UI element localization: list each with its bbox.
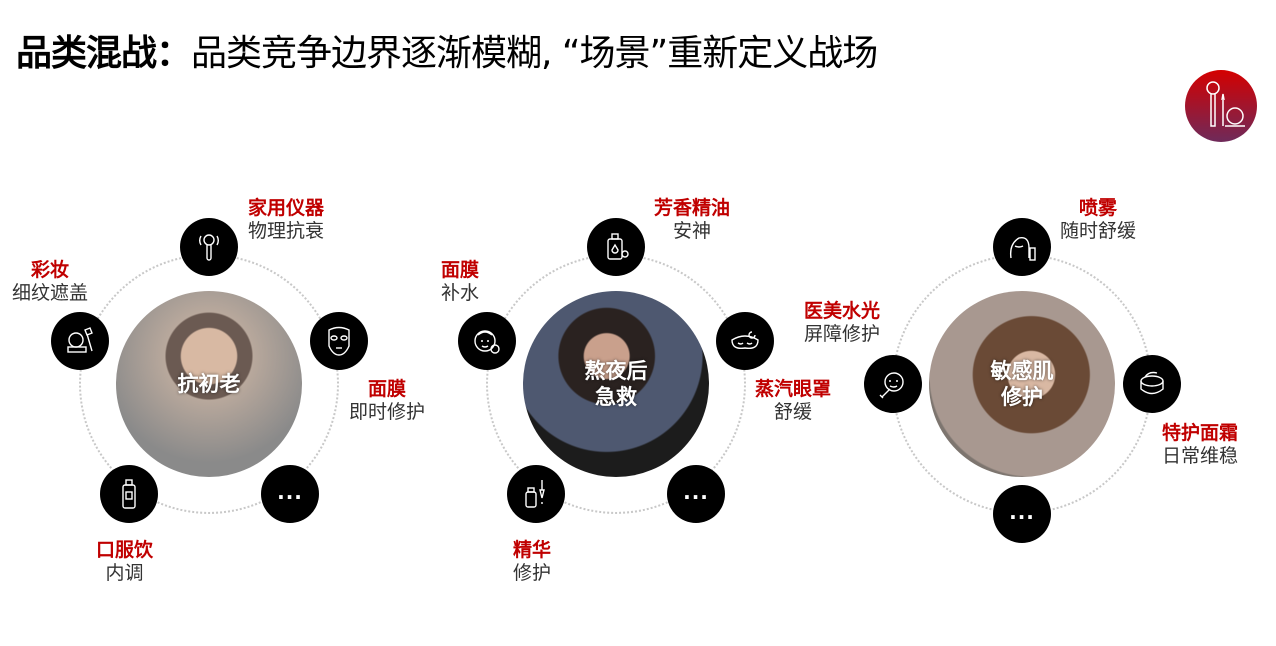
center-photo-anti-aging: 抗初老	[116, 291, 302, 477]
center-line1: 熬夜后	[584, 359, 648, 383]
label-head: 喷雾	[1079, 197, 1118, 219]
serum-dropper-icon	[507, 465, 565, 523]
title-bold: 品类混战：	[16, 33, 192, 74]
cream-jar-icon	[1123, 355, 1181, 413]
beauty-device-icon	[180, 218, 238, 276]
label-essential-oil: 芳香精油安神	[654, 197, 730, 243]
label-head: 医美水光	[804, 300, 881, 322]
label-face-mask: 面膜即时修护	[349, 378, 425, 424]
label-head: 精华	[513, 539, 552, 561]
label-mask: 面膜补水	[441, 259, 479, 305]
label-beauty-device: 家用仪器物理抗衰	[248, 197, 324, 243]
label-sub: 内调	[105, 562, 144, 584]
label-sub: 舒缓	[774, 401, 813, 423]
label-makeup: 彩妆细纹遮盖	[12, 259, 88, 305]
more-dots: ...	[277, 480, 303, 504]
essential-oil-icon	[587, 218, 645, 276]
label-head: 面膜	[441, 259, 480, 281]
center-line2: 修护	[1001, 385, 1043, 409]
label-sub: 物理抗衰	[248, 220, 325, 242]
center-line2: 急救	[595, 385, 637, 409]
label-sub: 补水	[441, 282, 480, 304]
label-serum: 精华修护	[513, 539, 551, 585]
center-photo-sensitive-skin: 敏感肌修护	[929, 291, 1115, 477]
label-head: 彩妆	[31, 259, 70, 281]
label-head: 蒸汽眼罩	[755, 378, 832, 400]
label-eye-mask: 蒸汽眼罩舒缓	[755, 378, 831, 424]
label-sub: 随时舒缓	[1060, 220, 1137, 242]
label-head: 芳香精油	[654, 197, 731, 219]
center-label: 敏感肌修护	[991, 358, 1054, 410]
label-head: 家用仪器	[248, 197, 325, 219]
label-head: 口服饮	[96, 539, 154, 561]
label-oral-drink: 口服饮内调	[96, 539, 153, 585]
face-spray-icon	[993, 218, 1051, 276]
more-dots: ...	[1009, 500, 1035, 524]
more-icon: ...	[261, 465, 319, 523]
label-sub: 修护	[513, 562, 552, 584]
medical-aesthetic-icon	[864, 355, 922, 413]
more-icon: ...	[667, 465, 725, 523]
center-photo-late-night: 熬夜后急救	[523, 291, 709, 477]
label-cream: 特护面霜日常维稳	[1162, 422, 1238, 468]
face-mask-icon	[310, 312, 368, 370]
makeup-compact-icon	[51, 312, 109, 370]
label-sub: 屏障修护	[804, 323, 881, 345]
label-sub: 即时修护	[349, 401, 426, 423]
page-title: 品类混战：品类竞争边界逐渐模糊, “场景”重新定义战场	[16, 24, 878, 76]
label-spray: 喷雾随时舒缓	[1060, 197, 1136, 243]
label-sub: 细纹遮盖	[12, 282, 89, 304]
oral-drink-bottle-icon	[100, 465, 158, 523]
center-label: 熬夜后急救	[585, 358, 648, 410]
title-rest: 品类竞争边界逐渐模糊, “场景”重新定义战场	[191, 33, 878, 74]
makeup-brush-icon	[1185, 70, 1257, 142]
label-sub: 日常维稳	[1162, 445, 1239, 467]
more-icon: ...	[993, 485, 1051, 543]
label-head: 面膜	[368, 378, 407, 400]
mask-face-icon	[458, 312, 516, 370]
center-line1: 敏感肌	[990, 359, 1054, 383]
center-label: 抗初老	[177, 372, 241, 396]
label-medical-aesthetic: 医美水光屏障修护	[804, 300, 880, 346]
label-head: 特护面霜	[1162, 422, 1239, 444]
label-sub: 安神	[673, 220, 712, 242]
eye-mask-icon	[716, 312, 774, 370]
more-dots: ...	[683, 480, 709, 504]
